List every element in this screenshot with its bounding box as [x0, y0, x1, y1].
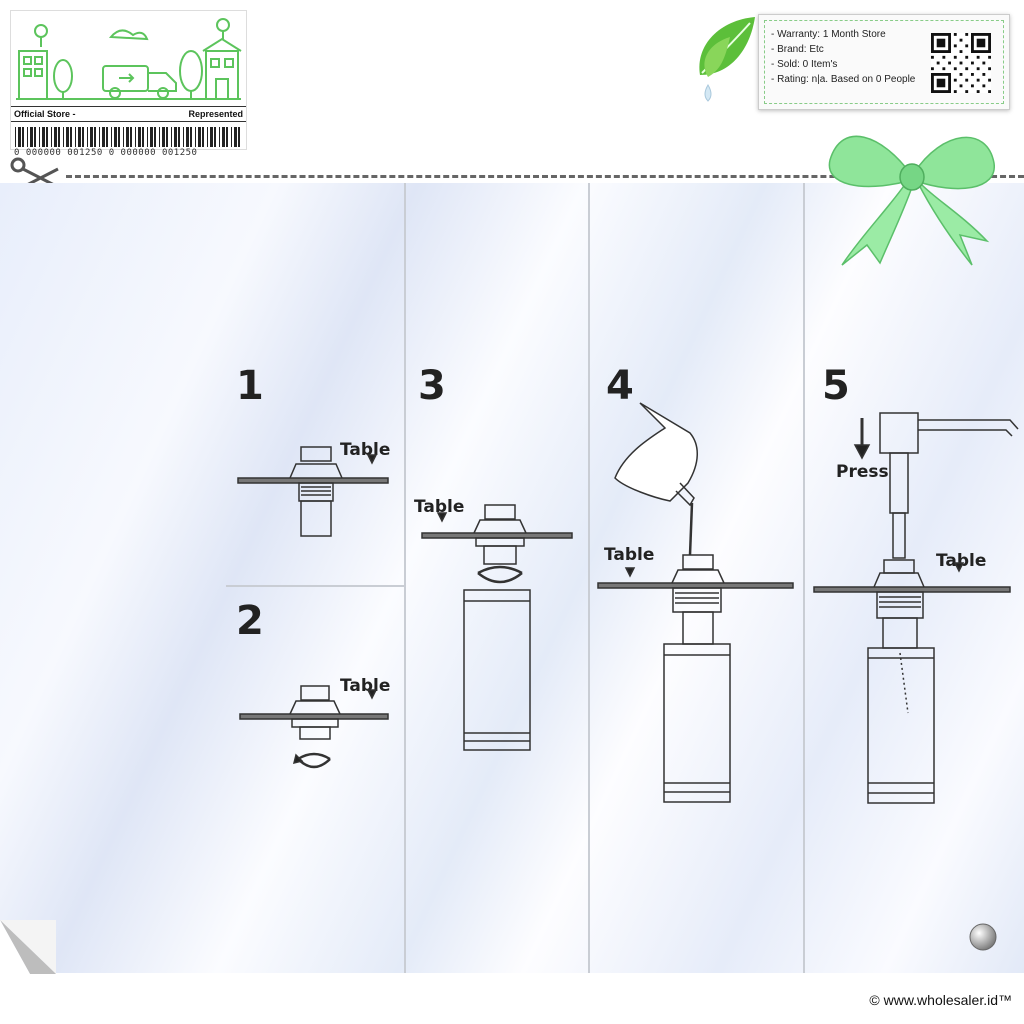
step-4-drawing — [597, 402, 794, 803]
step-2-table-label: Table — [340, 676, 391, 696]
step-3-drawing — [421, 504, 573, 751]
step-3-table-label: Table — [414, 497, 465, 517]
instruction-panel: 1 2 3 4 5 Table Table Table Table Table … — [0, 183, 1024, 973]
step-5-drawing — [813, 412, 1019, 804]
store-labels: Official Store - Represented — [11, 106, 246, 122]
rating-text: - Rating: n|a. Based on 0 People — [771, 74, 916, 85]
official-store-label: Official Store - — [14, 109, 76, 119]
step-2-number: 2 — [236, 598, 264, 644]
panel-divider — [404, 183, 406, 973]
product-info-box: - Warranty: 1 Month Store - Brand: Etc -… — [758, 14, 1010, 110]
page-curl-icon — [0, 920, 56, 974]
copyright-footer: © www.wholesaler.id™ — [869, 992, 1012, 1008]
installation-diagram — [237, 402, 1019, 804]
brand-text: - Brand: Etc — [771, 44, 824, 55]
store-illustration — [16, 18, 242, 100]
panel-divider — [803, 183, 805, 973]
step-1-table-label: Table — [340, 440, 391, 460]
ribbon-bow-icon — [828, 135, 995, 266]
barcode-number: 0 000000 001250 0 000000 001250 — [14, 148, 198, 158]
step-1-number: 1 — [236, 363, 264, 409]
step-4-number: 4 — [606, 363, 634, 409]
press-label: Press — [836, 462, 889, 482]
sold-text: - Sold: 0 Item's — [771, 59, 838, 70]
store-card: Official Store - Represented 0 000000 00… — [10, 10, 247, 158]
qr-code-icon — [931, 33, 991, 93]
pin-icon — [969, 923, 997, 951]
step-5-number: 5 — [822, 363, 850, 409]
step-divider — [226, 585, 404, 587]
cut-line — [66, 175, 1024, 178]
step-3-number: 3 — [418, 363, 446, 409]
step-5-table-label: Table — [936, 551, 987, 571]
step-4-table-label: Table — [604, 545, 655, 565]
panel-divider — [588, 183, 590, 973]
step-2-drawing — [239, 685, 389, 769]
barcode — [15, 127, 240, 147]
step-1-drawing — [237, 446, 389, 537]
info-box-border: - Warranty: 1 Month Store - Brand: Etc -… — [764, 20, 1004, 104]
represented-label: Represented — [188, 109, 243, 119]
warranty-text: - Warranty: 1 Month Store — [771, 29, 886, 40]
leaf-icon — [699, 17, 755, 102]
